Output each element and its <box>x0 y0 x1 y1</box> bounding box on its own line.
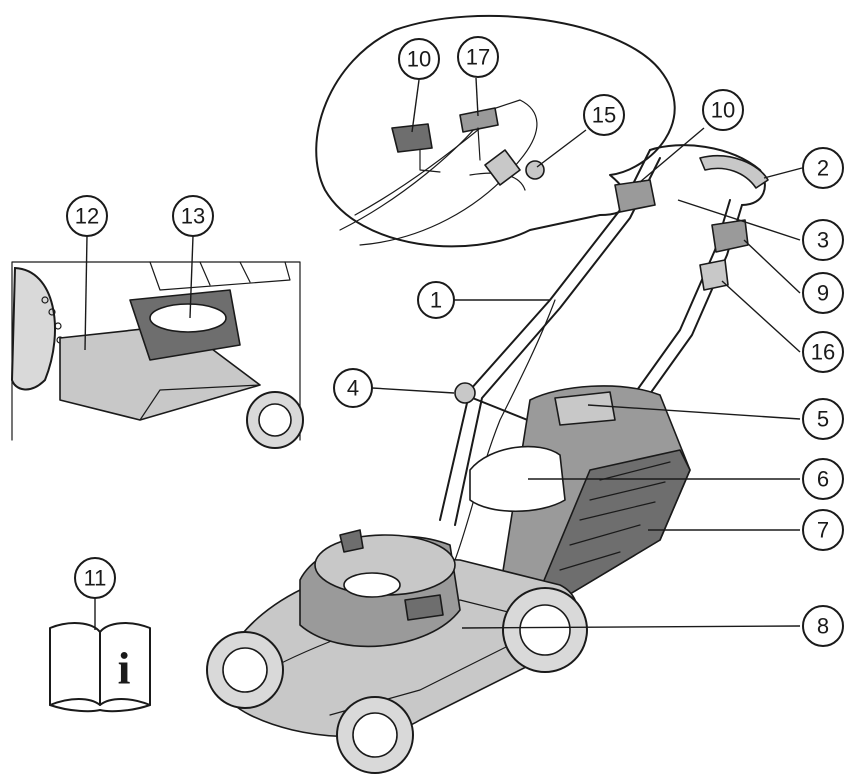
callout-5: 5 <box>802 398 844 440</box>
svg-text:17: 17 <box>466 45 490 70</box>
svg-text:10: 10 <box>711 98 735 123</box>
callout-16: 16 <box>802 331 844 373</box>
front-left-wheel <box>206 631 284 709</box>
leader-lines <box>84 77 803 630</box>
svg-text:3: 3 <box>817 228 829 253</box>
callout-4: 4 <box>333 368 373 408</box>
svg-text:13: 13 <box>181 204 205 229</box>
drive-lever-detail <box>459 107 499 133</box>
callout-10-inset: 10 <box>398 38 440 80</box>
callout-8: 8 <box>802 605 844 647</box>
read-manual-icon: i <box>49 622 151 713</box>
rear-right-wheel <box>502 587 588 673</box>
lawnmower-main <box>206 144 769 774</box>
callout-1: 1 <box>417 281 455 319</box>
svg-text:2: 2 <box>817 156 829 181</box>
callout-15: 15 <box>583 94 625 136</box>
handle-lever-detail <box>391 123 433 153</box>
callout-10-main: 10 <box>702 89 744 131</box>
handle-grip <box>699 154 769 189</box>
svg-text:16: 16 <box>811 340 835 365</box>
svg-text:6: 6 <box>817 467 829 492</box>
svg-text:9: 9 <box>817 281 829 306</box>
callout-2: 2 <box>802 147 844 189</box>
catcher-detail-inset <box>10 261 304 449</box>
svg-text:15: 15 <box>592 103 616 128</box>
callout-3: 3 <box>802 219 844 261</box>
callout-6: 6 <box>802 458 844 500</box>
callout-11: 11 <box>74 557 116 599</box>
callout-13: 13 <box>172 195 214 237</box>
svg-text:1: 1 <box>430 288 442 313</box>
callout-9: 9 <box>802 272 844 314</box>
svg-text:4: 4 <box>347 376 359 401</box>
callout-12: 12 <box>66 195 108 237</box>
svg-text:8: 8 <box>817 614 829 639</box>
svg-text:5: 5 <box>817 407 829 432</box>
svg-text:12: 12 <box>75 204 99 229</box>
callout-17: 17 <box>457 36 499 78</box>
svg-text:11: 11 <box>84 566 107 591</box>
callout-7: 7 <box>802 509 844 551</box>
svg-text:7: 7 <box>817 518 829 543</box>
info-glyph: i <box>118 643 131 694</box>
svg-text:10: 10 <box>407 47 431 72</box>
front-right-wheel <box>336 696 414 774</box>
